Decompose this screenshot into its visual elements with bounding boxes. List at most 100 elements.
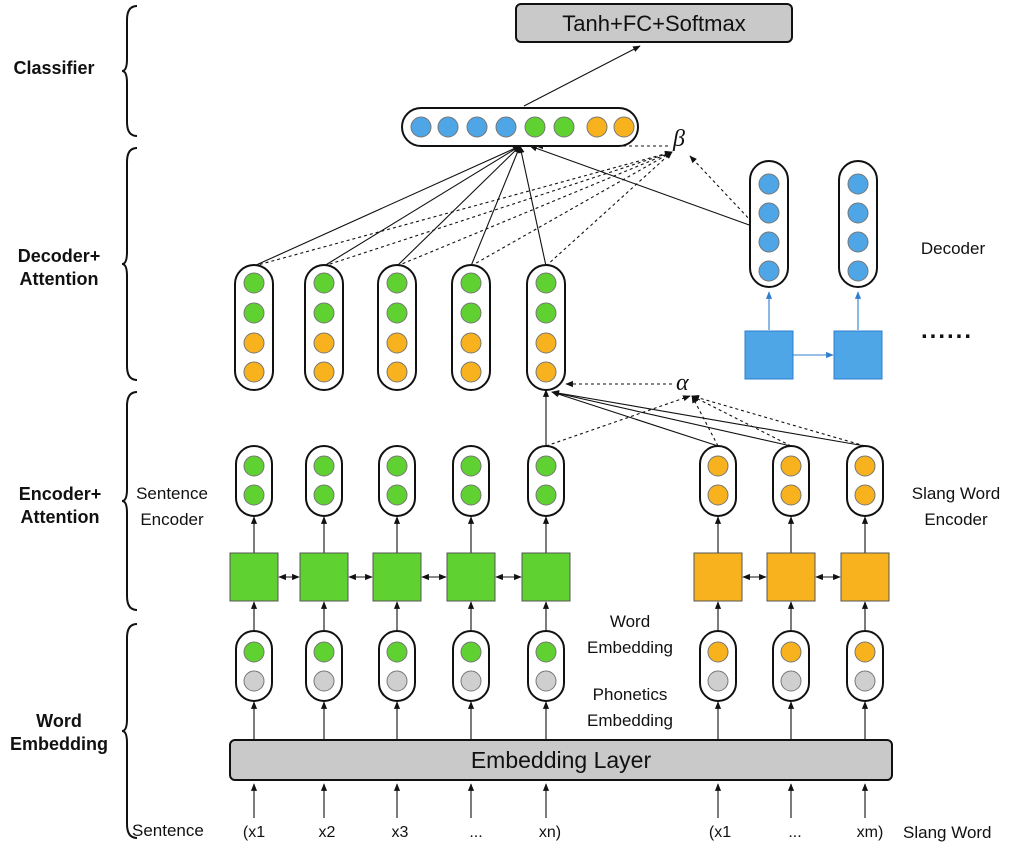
word-embedding-dot: [243, 641, 265, 663]
classifier-layer-box: [515, 3, 793, 43]
decoder-capsule: [749, 160, 789, 288]
section-word-embedding: Word Embedding: [0, 710, 118, 756]
embedding-layer-box: [229, 739, 893, 781]
encoder-dot: [386, 455, 408, 477]
attention-dot: [535, 302, 557, 324]
ellipsis-label: ......: [920, 317, 973, 344]
phonetics-embedding-dot: [707, 670, 729, 692]
slang-attention-line: [551, 391, 719, 447]
slang-word-encoder-label: Slang Word Encoder: [900, 481, 1012, 533]
alpha-label: α: [676, 370, 689, 396]
classifier-layer-label: Tanh+FC+Softmax: [562, 11, 746, 36]
word-embedding-label: Word Embedding: [570, 609, 690, 661]
encoder-dot: [460, 484, 482, 506]
attention-dot: [243, 302, 265, 324]
slang-encoder-square: [840, 552, 890, 602]
feature-dot: [524, 116, 546, 138]
slang-word-encoder-line1: Slang Word: [911, 484, 1001, 503]
feature-dot: [437, 116, 459, 138]
encoder-dot: [707, 484, 729, 506]
sentence-encoder-label: Sentence Encoder: [122, 481, 222, 533]
brace-encoder-attention: [121, 391, 138, 611]
feature-dot: [466, 116, 488, 138]
decoder-dot: [758, 231, 780, 253]
decoder-rnn-to-beta: [689, 155, 753, 223]
feature-dot: [410, 116, 432, 138]
attention-dot: [460, 332, 482, 354]
encoder-dot: [243, 484, 265, 506]
brace-decoder-attention: [121, 147, 138, 381]
attention-dot: [313, 332, 335, 354]
feature-to-classifier: [523, 45, 641, 107]
slang-alpha-line: [691, 394, 866, 447]
sentence-encoder-square: [372, 552, 422, 602]
decoder-rnn-square: [744, 330, 794, 380]
slang-token: (x1: [708, 824, 732, 841]
phonetics-embedding-dot: [535, 670, 557, 692]
decoder-dot: [758, 260, 780, 282]
connection-lines: [250, 45, 869, 818]
decoder-to-feature-line: [396, 145, 521, 267]
decoder-dot: [847, 231, 869, 253]
decoder-to-beta-line: [253, 150, 673, 267]
decoder-to-beta-line: [323, 151, 673, 267]
decoder-dot: [847, 173, 869, 195]
phonetics-embedding-label: Phonetics Embedding: [570, 682, 690, 734]
sentence-token: xn): [538, 824, 562, 841]
feature-dot: [495, 116, 517, 138]
feature-capsule: [401, 107, 639, 147]
word-embedding-line1: Word: [609, 612, 651, 631]
slang-attention-line: [551, 390, 792, 447]
sentence-input-label: Sentence: [132, 821, 204, 840]
phonetics-embedding-dot: [780, 670, 802, 692]
attention-dot: [460, 272, 482, 294]
sentence-encoder-square: [446, 552, 496, 602]
phonetics-embedding-dot: [313, 670, 335, 692]
attention-capsule: [234, 264, 274, 391]
phonetics-embedding-line2: Embedding: [586, 711, 673, 730]
attention-capsule: [526, 264, 566, 391]
section-word-embedding-line1: Word: [36, 711, 82, 731]
phonetics-embedding-dot: [243, 670, 265, 692]
encoder-dot: [707, 455, 729, 477]
section-word-embedding-line2: Embedding: [10, 734, 108, 754]
encoder-dot: [780, 484, 802, 506]
section-decoder-attention-line1: Decoder+: [17, 246, 101, 266]
sentence-encoder-square: [229, 552, 279, 602]
sentence-encoder-line1: Sentence: [136, 484, 208, 503]
attention-capsule: [451, 264, 491, 391]
section-encoder-attention: Encoder+ Attention: [0, 483, 120, 529]
section-decoder-attention: Decoder+ Attention: [0, 245, 118, 291]
decoder-dot: [758, 173, 780, 195]
decoder-dot: [847, 202, 869, 224]
decoder-to-feature-line: [323, 145, 521, 267]
phonetics-embedding-line1: Phonetics: [592, 685, 668, 704]
decoder-to-beta-line: [545, 151, 673, 267]
embedding-layer-label: Embedding Layer: [470, 747, 652, 773]
sentence-token: ...: [469, 824, 483, 841]
phonetics-embedding-dot: [460, 670, 482, 692]
brace-classifier: [121, 5, 138, 137]
sentence-token: x3: [391, 824, 409, 841]
decoder-capsule: [838, 160, 878, 288]
word-embedding-dot: [313, 641, 335, 663]
attention-dot: [535, 361, 557, 383]
word-embedding-dot: [460, 641, 482, 663]
encoder-dot: [535, 484, 557, 506]
word-embedding-dot: [780, 641, 802, 663]
encoder-dot: [313, 455, 335, 477]
attention-capsule: [304, 264, 344, 391]
decoder-to-beta-line: [470, 151, 673, 267]
decoder-to-feature-line: [470, 145, 521, 267]
encoder-dot: [535, 455, 557, 477]
encoder-dot: [313, 484, 335, 506]
encoder-dot: [854, 484, 876, 506]
attention-dot: [313, 272, 335, 294]
word-embedding-dot: [386, 641, 408, 663]
decoder-rnn-to-feature: [529, 145, 753, 227]
decoder-to-beta-line: [396, 151, 673, 267]
feature-dot: [586, 116, 608, 138]
decoder-to-feature-line: [253, 145, 521, 267]
